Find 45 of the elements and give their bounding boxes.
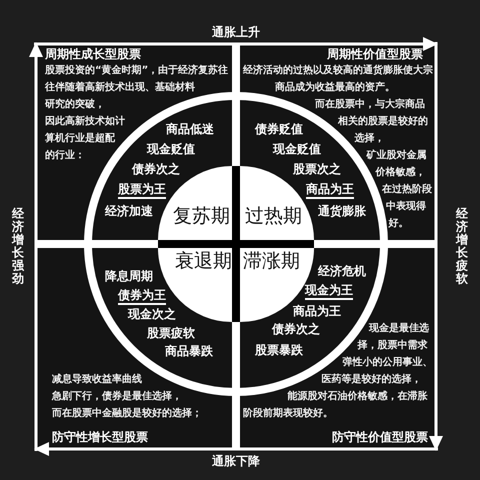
edge-label: 经济增长强劲 — [12, 206, 24, 286]
ranking-text: 债券次之 — [272, 322, 320, 337]
quadrant-panel — [240, 248, 434, 447]
quadrant-panel — [240, 46, 434, 240]
ranking-text: 现金次之 — [128, 307, 176, 322]
ranking-text: 经济加速 — [105, 204, 153, 219]
ranking-text: 现金为王 — [305, 283, 353, 300]
quadrant-panel — [38, 46, 232, 240]
phase-label: 过热期 — [245, 206, 302, 228]
ranking-text: 商品低迷 — [166, 122, 214, 137]
panel-heading: 防守性价值型股票 — [332, 429, 428, 445]
phase-label: 衰退期 — [175, 251, 232, 273]
panel-heading: 周期性成长型股票 — [45, 46, 141, 62]
ranking-text: 商品暴跌 — [165, 344, 213, 359]
ranking-text: 通货膨胀 — [318, 204, 366, 219]
ranking-text: 债券次之 — [132, 162, 180, 177]
panel-heading: 防守性增长型股票 — [52, 429, 148, 445]
ranking-text: 现金贬值 — [273, 142, 321, 157]
description-text: 而在股票中，与大宗商品相关的股票是较好的选择， — [315, 99, 428, 144]
description-text: 因此高新技术如计算机行业是超配的行业： — [45, 116, 125, 161]
description-text: 现金是最佳选择，股票中需求弹性小的公用事业、医药等是较好的选择， — [321, 323, 432, 385]
phase-label: 滞涨期 — [243, 251, 300, 273]
description-text: 经济活动的过热以及较高的通货膨胀使大宗商品成为收益最高的资产。 — [243, 65, 433, 93]
ranking-text: 降息周期 — [105, 269, 153, 284]
quadrant-panel — [38, 248, 232, 447]
ranking-text: 债券为王 — [118, 288, 166, 305]
edge-label: 经济增长疲软 — [456, 206, 468, 286]
panel-heading: 周期性价值型股票 — [327, 46, 423, 62]
ranking-text: 经济危机 — [318, 264, 366, 279]
description-text: 矿业股对金属价格敏感，在过热阶段中表现得好。 — [366, 150, 432, 229]
ranking-text: 股票为王 — [118, 182, 166, 199]
ranking-text: 股票次之 — [293, 162, 341, 177]
description-text: 股票投资的“黄金时期”，由于经济复苏往往伴随着高新技术出现、基础材料研究的突破， — [45, 65, 228, 110]
ranking-text: 商品为王 — [306, 182, 354, 199]
description-text: 减息导致收益率曲线急剧下行，债券是最佳选择，而在股票中金融股是较好的选择； — [52, 374, 202, 419]
ranking-text: 股票暴跌 — [255, 343, 303, 358]
ranking-text: 股票疲软 — [147, 326, 195, 341]
ranking-text: 现金贬值 — [147, 142, 195, 157]
ranking-text: 商品为王 — [293, 304, 341, 319]
description-text: 能源股对石油价格敏感，在滞胀阶段前期表现较好。 — [243, 391, 428, 419]
edge-label: 通胀上升 — [212, 24, 260, 40]
edge-label: 通胀下降 — [212, 453, 260, 469]
ranking-text: 债券贬值 — [255, 122, 303, 137]
phase-label: 复苏期 — [173, 206, 230, 228]
cycle-arrow — [29, 42, 43, 451]
